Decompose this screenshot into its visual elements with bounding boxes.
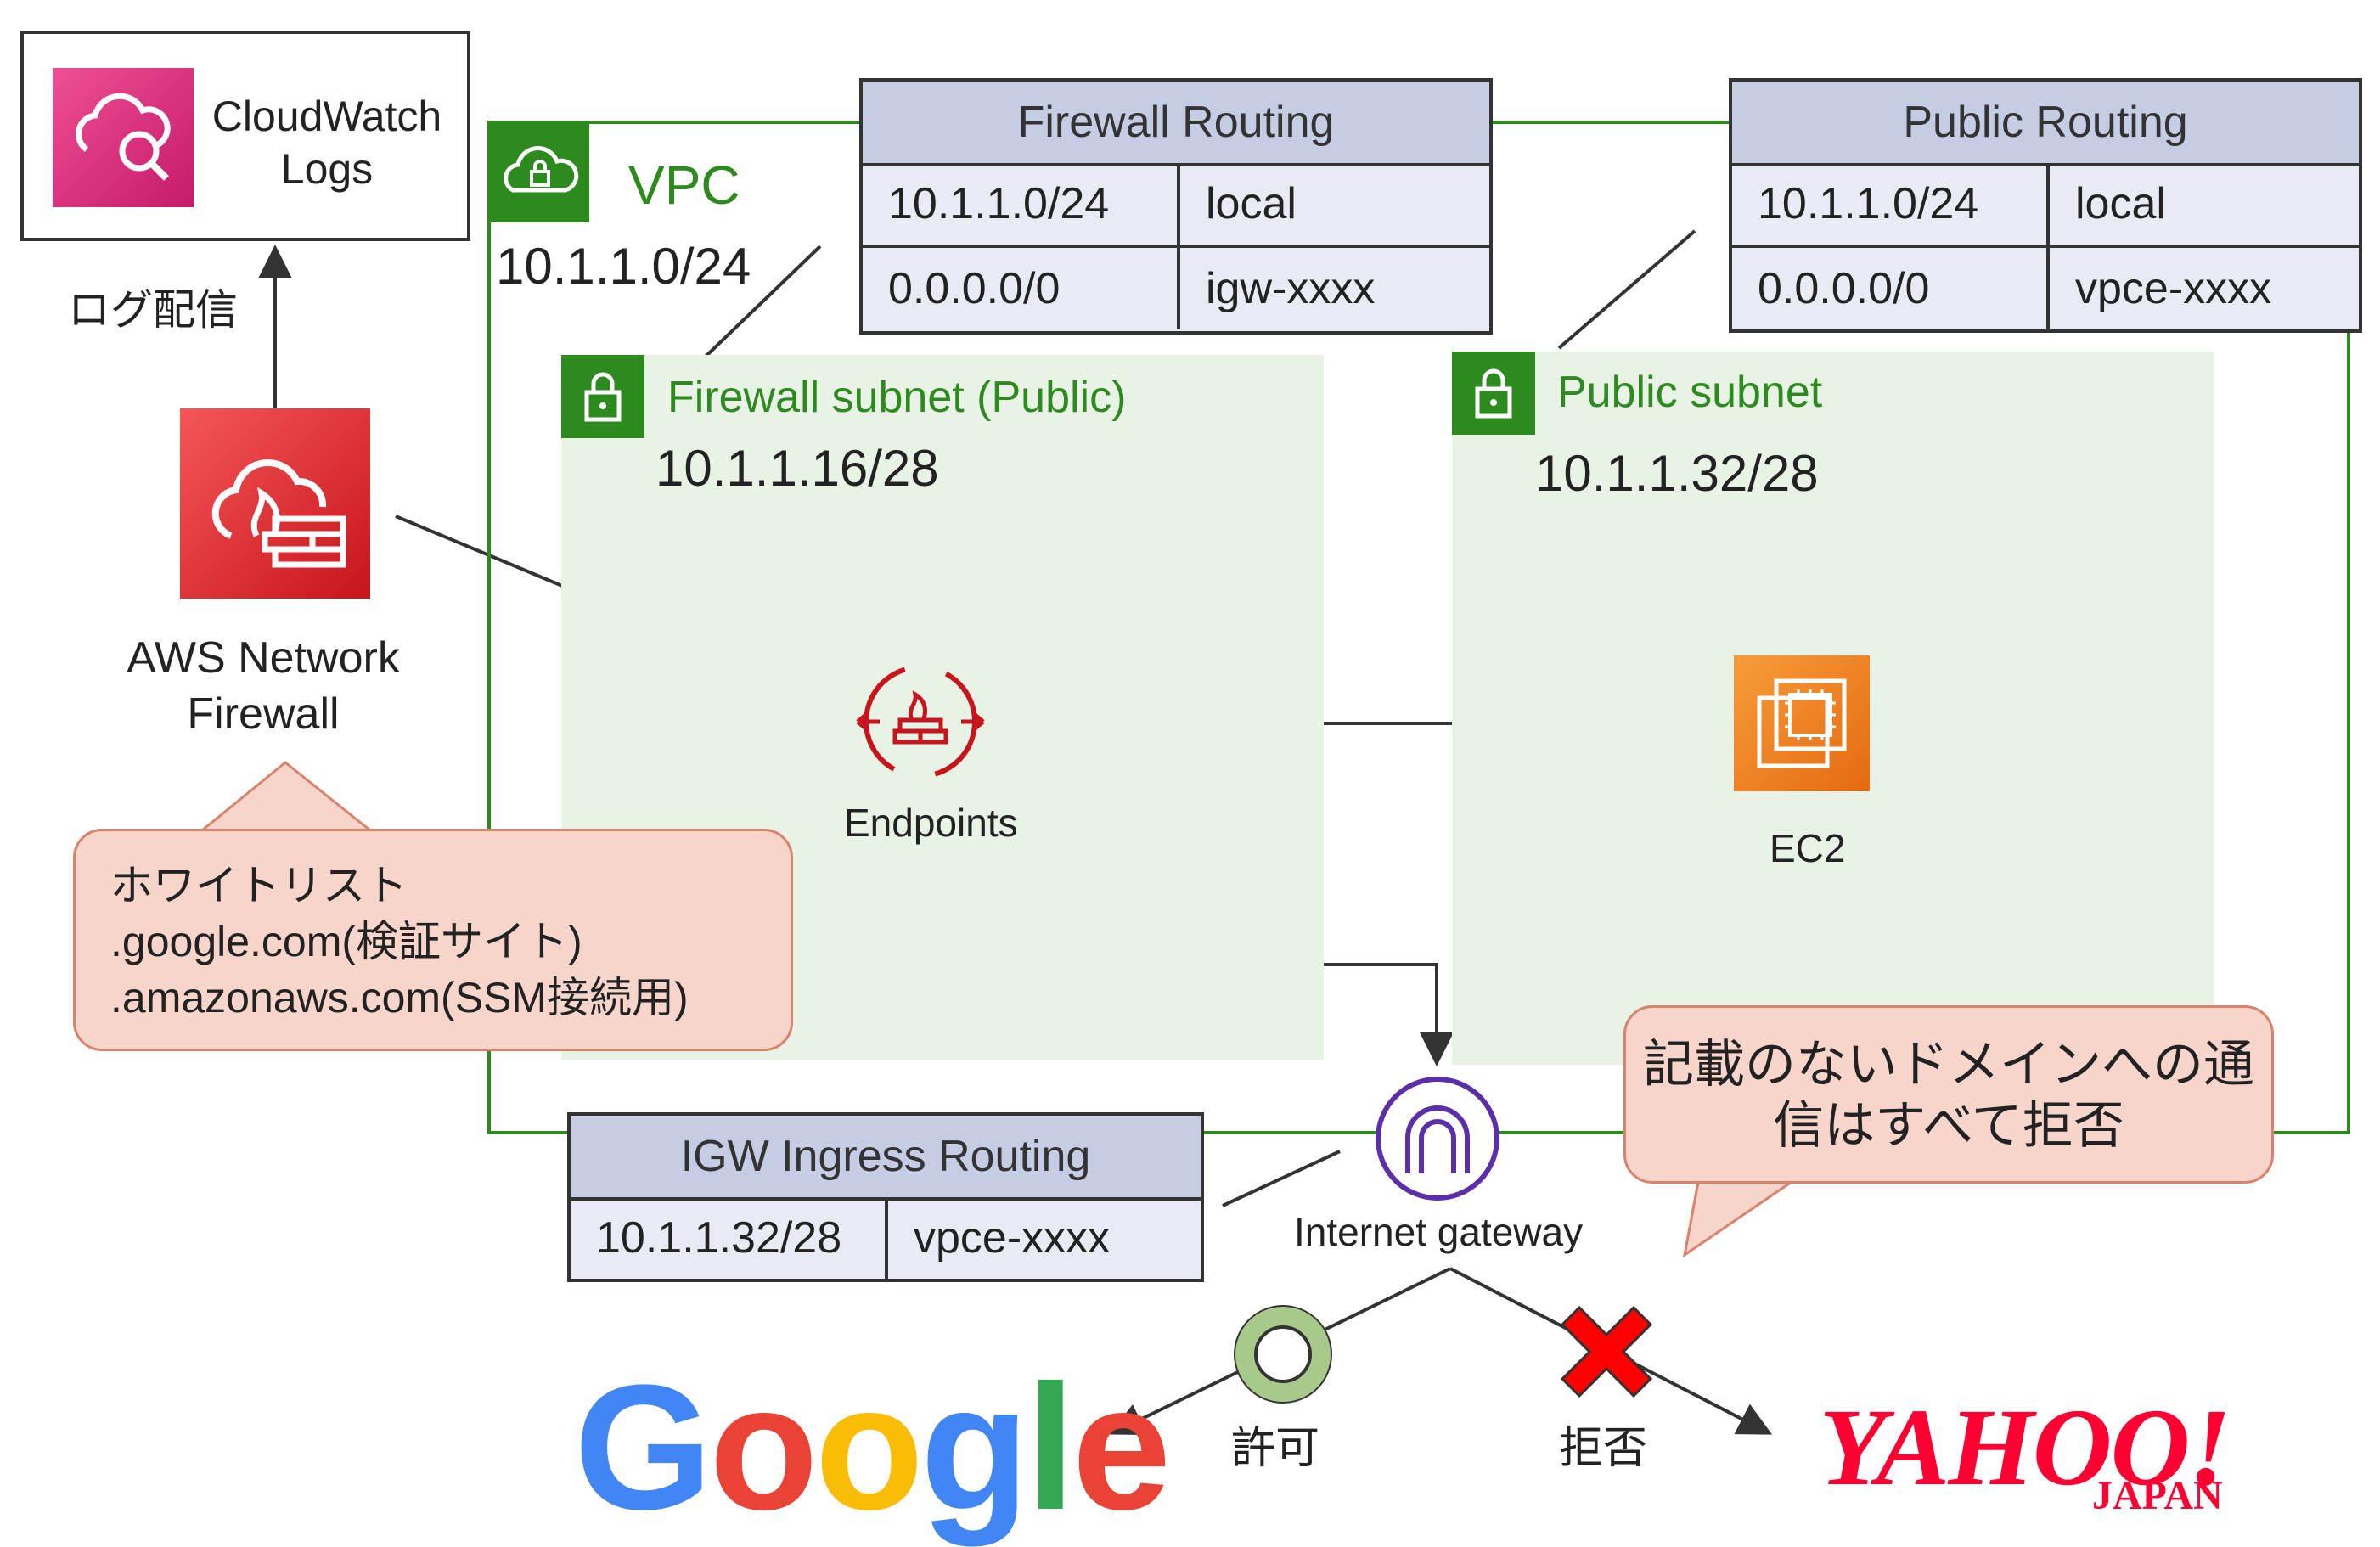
public-routing-table: Public Routing 10.1.1.0/24 local 0.0.0.0… [1729, 78, 2362, 333]
internet-gateway-icon [1372, 1073, 1503, 1204]
whitelist-text: ホワイトリスト .google.com(検証サイト) .amazonaws.co… [110, 862, 689, 1021]
log-delivery-label: ログ配信 [68, 286, 238, 334]
whitelist-callout-tail [198, 761, 374, 832]
internet-gateway-label: Internet gateway [1294, 1210, 1584, 1254]
allow-circle-icon [1219, 1291, 1347, 1418]
routing-row: 10.1.1.0/24 local [1732, 163, 2359, 245]
deny-note-text: 記載のないドメインへの通信はすべて拒否 [1643, 1036, 2254, 1154]
routing-target: vpce-xxxx [885, 1197, 1110, 1279]
routing-target: local [2046, 163, 2166, 245]
firewall-routing-table: Firewall Routing 10.1.1.0/24 local 0.0.0… [859, 78, 1493, 335]
igw-ingress-routing-table: IGW Ingress Routing 10.1.1.32/28 vpce-xx… [567, 1112, 1204, 1282]
deny-label: 拒否 [1559, 1424, 1648, 1473]
public-subnet-cidr: 10.1.1.32/28 [1535, 445, 1819, 502]
yahoo-logo: YAHOO! [1819, 1387, 2231, 1509]
cloudwatch-logs-label: CloudWatch Logs [211, 93, 442, 193]
deny-x-icon [1550, 1296, 1663, 1408]
routing-table-title: IGW Ingress Routing [571, 1116, 1201, 1201]
vpc-cidr: 10.1.1.0/24 [496, 238, 751, 295]
allow-label: 許可 [1231, 1424, 1320, 1473]
yahoo-japan-label: JAPAN [2092, 1473, 2223, 1518]
routing-dest: 10.1.1.32/28 [596, 1213, 842, 1263]
routing-target: igw-xxxx [1177, 248, 1375, 329]
routing-dest: 0.0.0.0/0 [1758, 264, 1930, 313]
routing-dest: 10.1.1.0/24 [888, 179, 1110, 228]
public-subnet-title: Public subnet [1557, 368, 1823, 417]
firewall-subnet-cidr: 10.1.1.16/28 [655, 440, 939, 497]
google-logo: Google [574, 1347, 1171, 1547]
routing-table-title: Firewall Routing [863, 82, 1489, 166]
cloudwatch-logs-icon [53, 68, 194, 207]
igw-routing-pointer [1222, 1150, 1341, 1207]
lock-icon [1452, 352, 1535, 435]
routing-target: vpce-xxxx [2046, 248, 2271, 329]
lock-icon [561, 355, 644, 438]
endpoints-label: Endpoints [844, 801, 1018, 845]
fw-routing-pointer [686, 245, 822, 375]
deny-callout-tail [1682, 1180, 1796, 1258]
vpc-label: VPC [628, 155, 740, 216]
routing-dest: 10.1.1.0/24 [1758, 179, 1979, 228]
routing-target: local [1177, 163, 1297, 245]
routing-row: 0.0.0.0/0 igw-xxxx [863, 245, 1489, 329]
vpc-cloud-lock-icon [489, 122, 589, 222]
firewall-subnet-title: Firewall subnet (Public) [667, 373, 1127, 422]
ec2-instance-icon [1734, 655, 1870, 791]
routing-row: 10.1.1.32/28 vpce-xxxx [571, 1197, 1201, 1279]
routing-row: 0.0.0.0/0 vpce-xxxx [1732, 245, 2359, 329]
routing-dest: 0.0.0.0/0 [888, 264, 1061, 313]
deny-callout [1623, 1005, 2274, 1184]
routing-table-title: Public Routing [1732, 82, 2359, 166]
firewall-endpoint-icon [852, 659, 988, 786]
whitelist-callout [73, 829, 793, 1051]
routing-row: 10.1.1.0/24 local [863, 163, 1489, 245]
ec2-label: EC2 [1770, 826, 1846, 870]
pub-routing-pointer [1557, 229, 1696, 350]
network-firewall-label: AWS Network Firewall [127, 633, 400, 739]
network-firewall-icon [180, 408, 370, 599]
